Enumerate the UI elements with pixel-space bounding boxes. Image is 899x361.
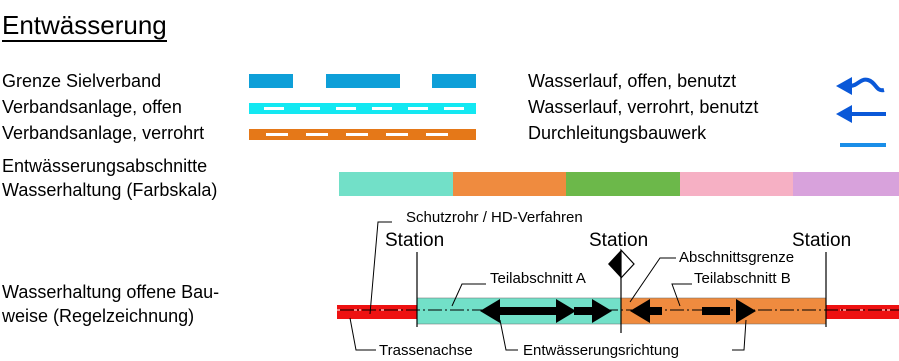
regelzeichnung-label-2: weise (Regelzeichnung) <box>2 306 195 326</box>
schutzrohr-right <box>826 305 899 319</box>
page-title: Entwässerung <box>2 10 167 42</box>
legend-label-wasserlauf-verrohrt: Wasserlauf, verrohrt, benutzt <box>528 97 759 117</box>
legend-label-wasserlauf-offen: Wasserlauf, offen, benutzt <box>528 71 737 91</box>
abschnittsgrenze-leader <box>629 257 676 303</box>
trassenachse-leader <box>349 317 376 351</box>
station-right-label: Station <box>792 230 852 251</box>
color-scale-segment-2 <box>453 172 566 196</box>
color-scale <box>339 172 899 196</box>
trassenachse-label: Trassenachse <box>379 342 473 359</box>
legend-label-durchleitungsbauwerk: Durchleitungsbauwerk <box>528 123 707 143</box>
regelzeichnung-label-1: Wasserhaltung offene Bau- <box>2 282 220 302</box>
station-left-label: Station <box>385 230 445 251</box>
wavy-arrow-icon <box>836 77 885 95</box>
line-icon <box>840 143 886 147</box>
legend-label-verbandsanlage-verrohrt: Verbandsanlage, verrohrt <box>2 123 205 143</box>
schutzrohr-left <box>337 305 417 319</box>
arrow-left-icon <box>836 105 886 123</box>
flow-arrow-b <box>630 299 756 323</box>
legend-swatch-verbandsanlage-verrohrt <box>249 129 476 140</box>
legend-swatch-grenze-sielverband <box>249 74 476 88</box>
abschnittsgrenze-label: Abschnittsgrenze <box>679 249 795 266</box>
entwaesserungsrichtung-label: Entwässerungsrichtung <box>523 342 679 359</box>
station-mid-label: Station <box>589 230 649 251</box>
schutzrohr-leader <box>369 221 392 315</box>
flow-arrow-a <box>480 299 612 323</box>
color-scale-segment-4 <box>680 172 793 196</box>
teilabschnitt-b-label: Teilabschnitt B <box>694 270 791 287</box>
color-scale-label-2: Wasserhaltung (Farbskala) <box>2 180 218 200</box>
legend-swatch-verbandsanlage-offen <box>249 103 476 114</box>
regelzeichnung-diagram <box>337 221 899 351</box>
color-scale-segment-1 <box>339 172 453 196</box>
color-scale-label-1: Entwässerungsabschnitte <box>2 156 208 176</box>
abschnittsgrenze-marker <box>608 250 621 278</box>
teilabschnitt-a-label: Teilabschnitt A <box>490 270 586 287</box>
legend-label-verbandsanlage-offen: Verbandsanlage, offen <box>2 97 182 117</box>
richtung-leader-b <box>732 319 747 351</box>
color-scale-segment-3 <box>566 172 680 196</box>
teil-a-leader <box>451 283 486 307</box>
teil-b-leader <box>671 283 692 307</box>
richtung-leader-a <box>499 319 518 351</box>
schutzrohr-label: Schutzrohr / HD-Verfahren <box>406 209 583 226</box>
legend-label-grenze-sielverband: Grenze Sielverband <box>2 71 162 91</box>
color-scale-segment-5 <box>793 172 899 196</box>
